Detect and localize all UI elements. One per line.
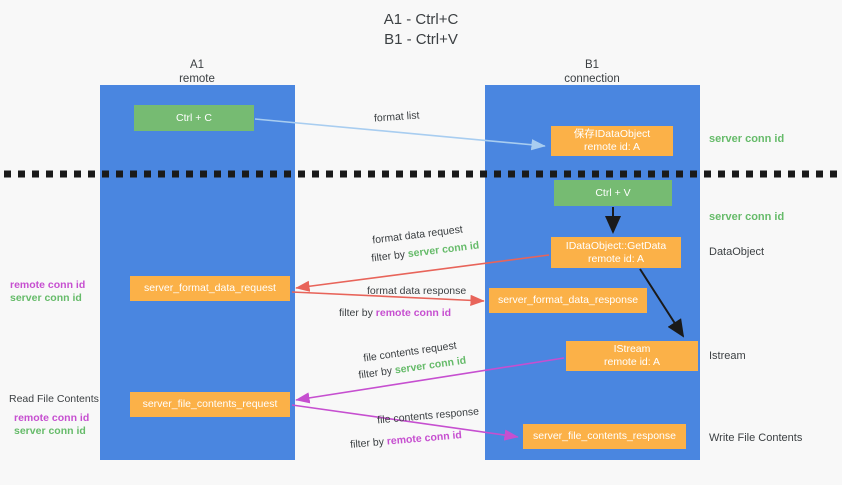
box-save-idataobject-line2: remote id: A (583, 141, 641, 153)
column-b1-sub: connection (564, 73, 620, 85)
label-server-conn-id: server conn id (10, 292, 82, 304)
title-line-1: A1 - Ctrl+C (383, 11, 459, 28)
box-fmt-resp-label: server_format_data_response (497, 294, 639, 306)
column-a1-sub: remote (179, 73, 215, 85)
label-server-conn-id-top: server conn id (709, 133, 785, 145)
box-server-file-contents-response[interactable]: server_file_contents_response (523, 424, 686, 449)
label-conn-ids-upper: remote conn id server conn id (10, 279, 85, 305)
arrow-format-data-response (291, 291, 485, 306)
box-ctrl-c[interactable]: Ctrl + C (134, 105, 254, 131)
arrow-format-data-request (295, 254, 550, 292)
box-fmt-req-label: server_format_data_request (144, 282, 276, 294)
box-istream-line1: IStream (613, 343, 651, 355)
arrow-file-contents-request (295, 357, 565, 404)
box-ctrl-c-line1: Ctrl + C (176, 111, 212, 124)
annotation-format-data-response: format data response (367, 285, 467, 297)
box-save-idataobject[interactable]: 保存IDataObject remote id: A (551, 126, 673, 156)
box-istream[interactable]: IStream remote id: A (566, 341, 698, 371)
label-server-conn-id-mid: server conn id (709, 211, 785, 223)
column-header-a1: A1 remote (117, 58, 277, 86)
box-getdata-line2: remote id: A (587, 252, 645, 265)
label-remote-conn-id: remote conn id (14, 412, 90, 424)
label-remote-conn-id: remote conn id (10, 279, 86, 291)
box-server-format-data-response[interactable]: server_format_data_response (489, 288, 647, 313)
arrow-format-list (254, 118, 546, 151)
label-server-conn-id: server conn id (14, 425, 86, 437)
arrow-file-contents-response (291, 404, 519, 441)
column-header-b1: B1 connection (512, 58, 672, 86)
box-idataobject-getdata[interactable]: IDataObject::GetData remote id: A (551, 237, 681, 268)
column-a1-name: A1 (189, 59, 205, 71)
box-getdata-line1: IDataObject::GetData (565, 239, 667, 252)
label-conn-ids-lower: remote conn id server conn id (14, 412, 89, 438)
label-dataobject: DataObject (709, 246, 765, 258)
filter-prefix: filter by (349, 435, 388, 451)
box-ctrl-v-line1: Ctrl + V (595, 186, 631, 199)
box-server-format-data-request[interactable]: server_format_data_request (130, 276, 290, 301)
box-istream-line2: remote id: A (603, 356, 661, 368)
box-ctrl-v[interactable]: Ctrl + V (554, 180, 672, 206)
column-b1-name: B1 (584, 59, 600, 71)
box-server-file-contents-request[interactable]: server_file_contents_request (130, 392, 290, 417)
box-file-req-label: server_file_contents_request (142, 398, 278, 410)
filter-prefix: filter by (339, 307, 376, 319)
title-line-2: B1 - Ctrl+V (384, 31, 458, 48)
filter-value-remote-conn-id: remote conn id (375, 307, 452, 319)
box-file-resp-label: server_file_contents_response (532, 430, 676, 442)
box-save-idataobject-line1: 保存IDataObject (573, 128, 651, 140)
label-read-file-contents: Read File Contents (9, 393, 99, 405)
label-istream: Istream (709, 350, 746, 362)
label-write-file-contents: Write File Contents (709, 432, 803, 444)
page-title: A1 - Ctrl+C B1 - Ctrl+V (0, 10, 842, 50)
arrow-getdata-to-istream (639, 268, 685, 338)
annotation-format-data-response-filter: filter by remote conn id (339, 306, 451, 320)
